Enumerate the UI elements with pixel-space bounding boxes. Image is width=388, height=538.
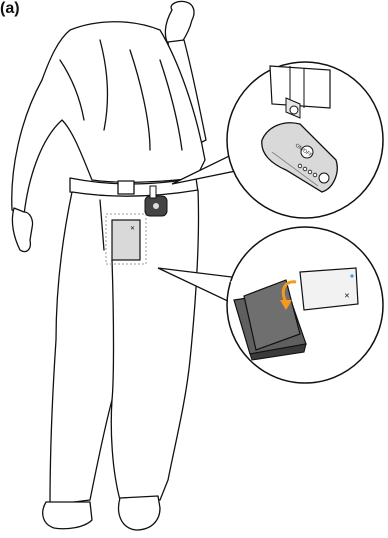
back-pocket: ✕ bbox=[106, 214, 146, 264]
person-figure bbox=[12, 1, 206, 530]
right-shoe bbox=[119, 496, 160, 530]
svg-text:✕: ✕ bbox=[344, 292, 350, 300]
card-in-pocket-icon bbox=[112, 220, 140, 260]
card-icon: ✕ bbox=[300, 268, 358, 310]
svg-text:✕: ✕ bbox=[130, 225, 135, 232]
left-hand bbox=[12, 208, 32, 252]
raised-fist bbox=[165, 1, 194, 44]
left-shoe bbox=[43, 502, 92, 529]
panel-label: (a) bbox=[0, 0, 20, 18]
